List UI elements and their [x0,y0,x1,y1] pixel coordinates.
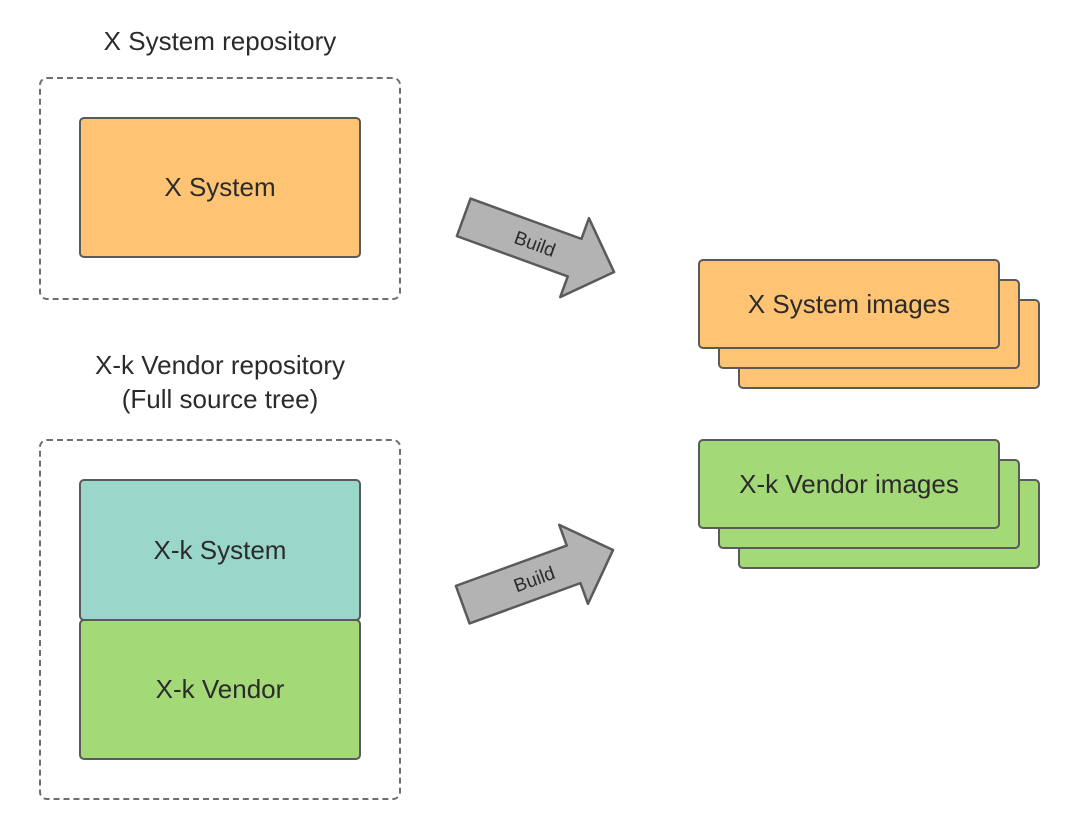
xk-vendor-label: X-k Vendor [155,674,285,704]
vendor-images-card-front: X-k Vendor images [698,439,1000,529]
system-repo-container [39,77,401,300]
system-images-label: X System images [747,288,951,319]
build-arrow-bottom: Build [454,523,615,625]
build-arrow-top-shape [455,197,616,299]
x-system-box: X System [79,117,361,258]
build-arrow-bottom-shape [454,523,615,625]
system-images-card-front: X System images [698,259,1000,349]
vendor-repo-title: X-k Vendor repository (Full source tree) [40,348,400,416]
system-repo-title: X System repository [103,26,337,56]
vendor-repo-title-line2: (Full source tree) [121,384,319,414]
vendor-repo-title-line1: X-k Vendor repository [94,350,345,380]
vendor-repo-container [39,439,401,800]
build-arrow-top: Build [455,197,616,299]
xk-vendor-box: X-k Vendor [79,619,361,760]
xk-system-label: X-k System [153,534,287,565]
x-system-label: X System [164,172,276,202]
vendor-images-label: X-k Vendor images [739,468,959,499]
